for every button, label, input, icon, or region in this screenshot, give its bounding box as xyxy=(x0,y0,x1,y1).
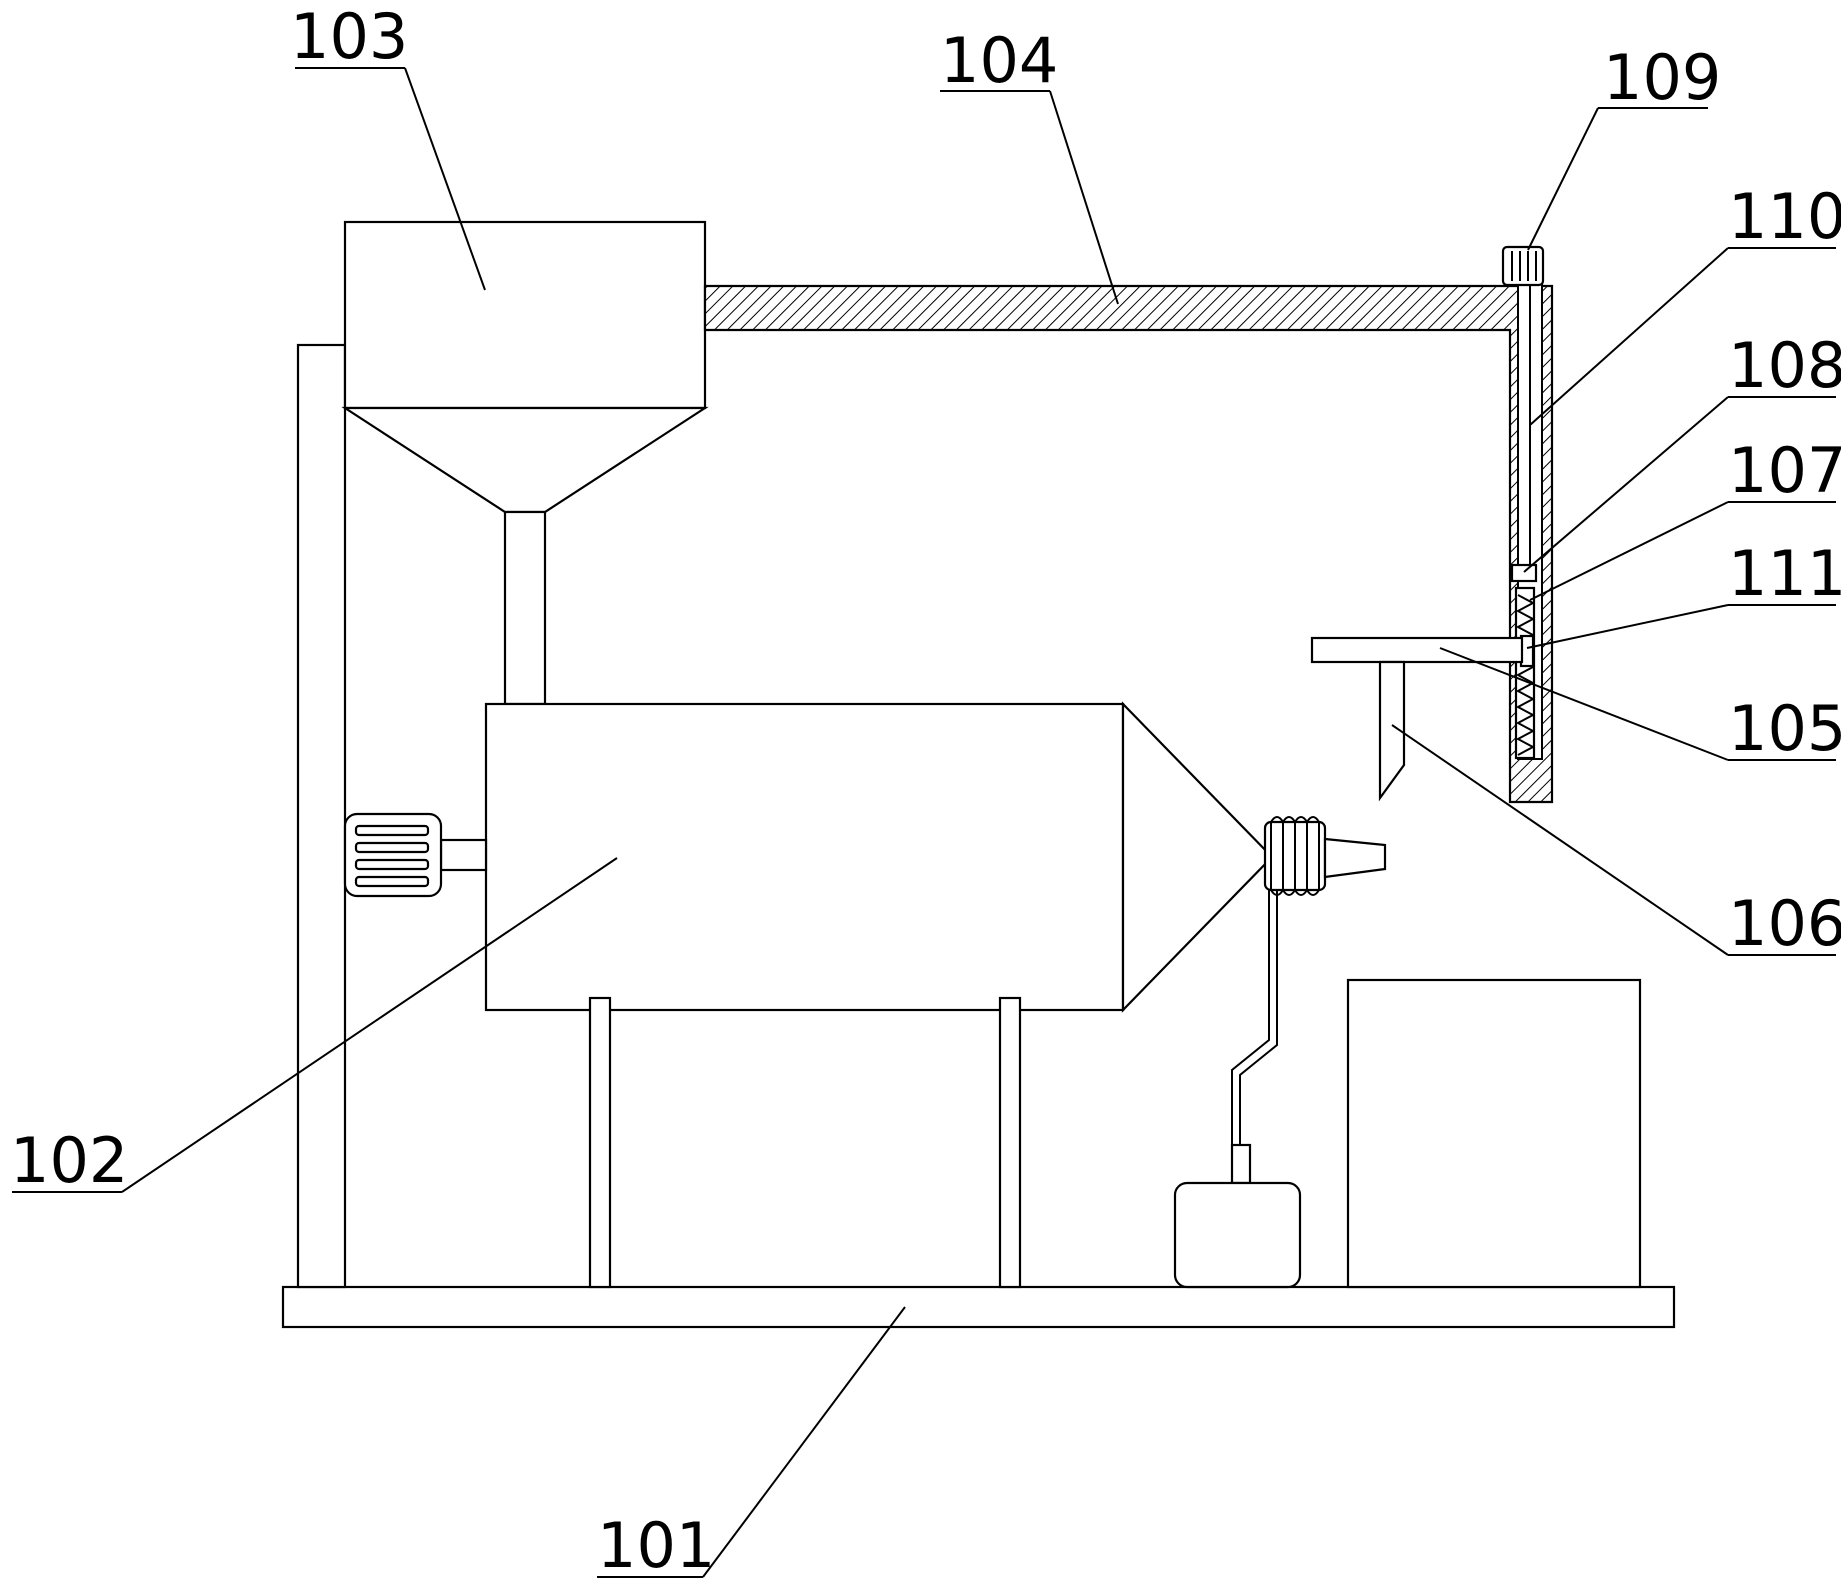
barrel-leg-right xyxy=(1000,998,1020,1287)
spring xyxy=(1516,588,1534,758)
label-109: 109 xyxy=(1603,41,1721,114)
label-103: 103 xyxy=(290,0,408,73)
label-107: 107 xyxy=(1728,434,1841,507)
label-111: 111 xyxy=(1728,537,1841,610)
label-102: 102 xyxy=(10,1124,128,1197)
label-105: 105 xyxy=(1728,692,1841,765)
hopper xyxy=(345,222,705,704)
adjust-knob xyxy=(1503,247,1543,285)
support-column xyxy=(298,345,345,1287)
extrusion-nozzle xyxy=(1325,839,1385,877)
label-104: 104 xyxy=(940,24,1058,97)
heater-wire xyxy=(1232,890,1277,1145)
temperature-controller xyxy=(1175,1145,1300,1287)
extruder-barrel xyxy=(486,704,1272,1010)
collection-box xyxy=(1348,980,1640,1287)
heating-coil xyxy=(1265,817,1325,895)
label-110: 110 xyxy=(1728,180,1841,253)
label-108: 108 xyxy=(1728,329,1841,402)
label-106: 106 xyxy=(1728,887,1841,960)
label-101: 101 xyxy=(597,1509,715,1582)
cutter-arm xyxy=(1312,638,1522,662)
slider-block xyxy=(1512,565,1536,581)
base-plate xyxy=(283,1287,1674,1327)
drive-motor xyxy=(345,814,486,896)
barrel-leg-left xyxy=(590,998,610,1287)
